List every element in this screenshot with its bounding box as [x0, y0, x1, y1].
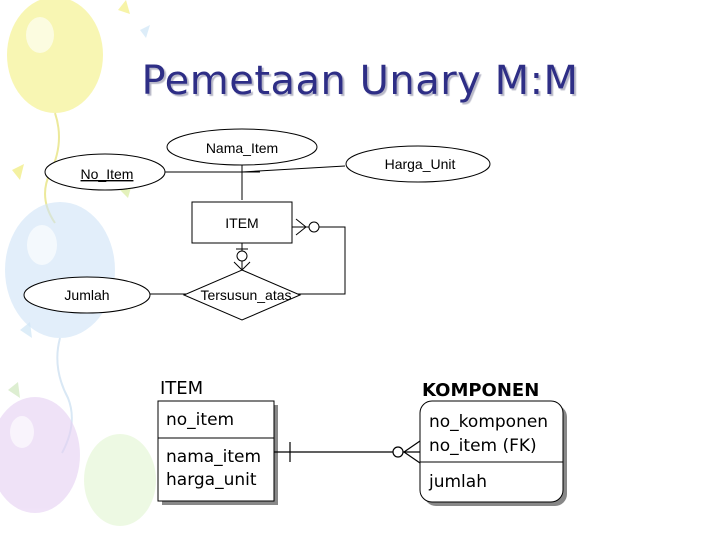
relationship-diamond: [182, 269, 302, 321]
relational-connector: [274, 440, 421, 464]
attribute-jumlah-ellipse: [23, 276, 151, 314]
attribute-harga-unit-ellipse: [345, 145, 491, 183]
slide-title: Pemetaan Unary M:M: [141, 58, 579, 104]
attribute-harga-unit: Harga_Unit: [385, 156, 456, 172]
table-item-key: no_item: [166, 410, 234, 430]
entity-item-label: ITEM: [225, 215, 258, 231]
connector-harga-unit: [241, 165, 346, 173]
relationship-label: Tersusun_atas: [200, 287, 291, 303]
table-item-attr-2: harga_unit: [166, 470, 257, 490]
attribute-no-item: No_Item: [81, 166, 134, 182]
table-komponen-key-2: no_item (FK): [429, 436, 537, 456]
table-komponen-key-1: no_komponen: [429, 412, 548, 432]
er-connectors: [150, 165, 346, 295]
balloon-green: [84, 434, 156, 526]
table-komponen-title: KOMPONEN: [422, 380, 539, 401]
table-item-attr-1: nama_item: [166, 447, 261, 467]
attribute-nama-item: Nama_Item: [206, 140, 278, 156]
entity-item-box: [191, 201, 293, 244]
balloon-yellow: [7, 0, 103, 224]
attribute-jumlah: Jumlah: [64, 287, 109, 303]
attribute-nama-item-ellipse: [166, 128, 318, 166]
table-item-box: [157, 400, 275, 502]
balloon-purple: [0, 397, 80, 513]
table-komponen-attr-1: jumlah: [428, 472, 487, 492]
table-item-title: ITEM: [160, 378, 203, 399]
attribute-no-item-ellipse: [44, 153, 166, 191]
